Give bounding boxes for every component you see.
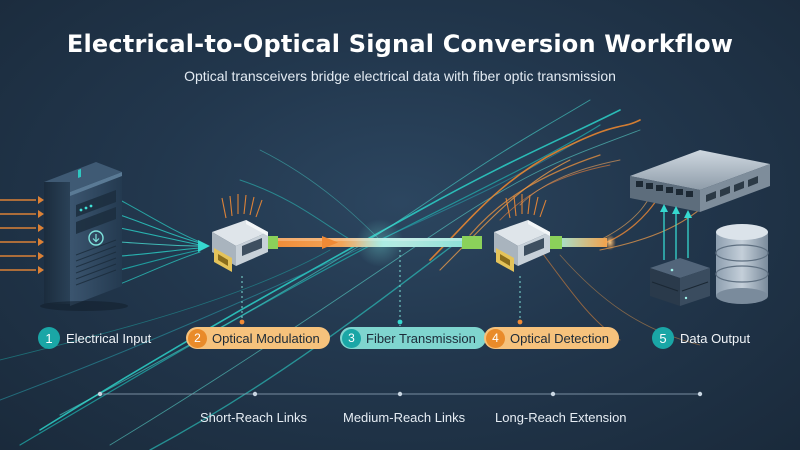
step-optical-detection: 4 Optical Detection <box>484 326 619 350</box>
output-arrows <box>660 204 692 262</box>
step-data-output: 5 Data Output <box>652 326 750 350</box>
input-arrows <box>0 196 44 274</box>
step-pill: 4 Optical Detection <box>484 327 619 349</box>
server-icon <box>40 162 128 311</box>
step-label: Optical Detection <box>510 330 609 346</box>
reach-timeline <box>97 391 703 397</box>
page-subtitle: Optical transceivers bridge electrical d… <box>184 68 616 84</box>
fiber-cable-icon <box>258 219 616 267</box>
step-label: Electrical Input <box>66 330 152 346</box>
step-number-badge: 3 <box>342 328 361 348</box>
step-pill: 3 Fiber Transmission <box>340 327 486 349</box>
step-connectors <box>241 250 521 326</box>
page-title: Electrical-to-Optical Signal Conversion … <box>66 30 734 58</box>
step-label: Data Output <box>680 330 751 346</box>
step-label: Fiber Transmission <box>366 330 476 346</box>
step-number-badge: 4 <box>486 328 505 348</box>
step-optical-modulation: 2 Optical Modulation <box>186 326 330 350</box>
step-number-badge: 2 <box>188 328 207 348</box>
transceiver-icon <box>494 194 550 272</box>
database-icon <box>715 224 769 304</box>
step-fiber-transmission: 3 Fiber Transmission <box>340 326 486 350</box>
storage-unit-icon <box>650 258 710 306</box>
step-number-badge: 1 <box>38 327 60 349</box>
step-number-badge: 5 <box>652 327 674 349</box>
transceiver-icon <box>212 194 268 272</box>
step-pill: 2 Optical Modulation <box>186 327 330 349</box>
network-switch-icon <box>630 150 770 212</box>
connector-dot <box>397 319 403 325</box>
reach-label-medium: Medium-Reach Links <box>343 410 466 425</box>
arrow-icon <box>198 240 210 252</box>
reach-label-short: Short-Reach Links <box>200 410 307 425</box>
connector-dots <box>239 319 523 325</box>
reach-label-long: Long-Reach Extension <box>495 410 627 425</box>
step-electrical-input: 1 Electrical Input <box>38 326 151 350</box>
step-label: Optical Modulation <box>212 330 320 346</box>
